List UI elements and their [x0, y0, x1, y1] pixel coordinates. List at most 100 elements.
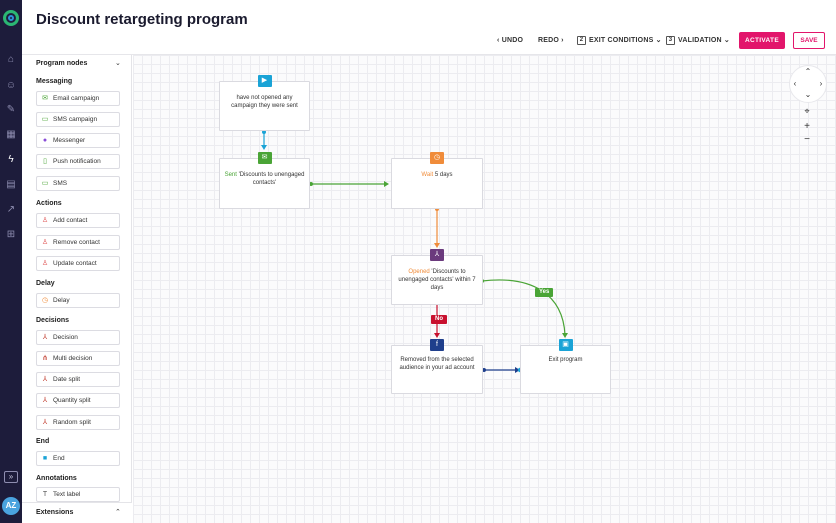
header-divider — [22, 54, 836, 55]
random-split-icon: ⅄ — [42, 419, 48, 426]
pan-left-icon[interactable]: ‹ — [793, 79, 797, 88]
activate-button[interactable]: ACTIVATE — [739, 32, 785, 49]
item-label: Add contact — [53, 217, 88, 224]
chevron-up-icon: ⌃ — [115, 509, 121, 516]
item-label: Email campaign — [53, 95, 100, 102]
chevron-right-icon: › — [559, 37, 564, 44]
split-icon: ⅄ — [430, 249, 444, 261]
item-label: Remove contact — [53, 239, 100, 246]
pan-up-icon[interactable]: ⌃ — [804, 67, 812, 76]
logo-icon[interactable] — [3, 10, 19, 26]
chevron-left-icon: ‹ — [497, 37, 502, 44]
item-label: Multi decision — [53, 355, 93, 362]
contacts-icon[interactable]: ☺ — [5, 80, 17, 91]
item-label: SMS campaign — [53, 116, 98, 123]
undo-button[interactable]: ‹ UNDO — [497, 33, 523, 49]
center-icon[interactable]: ⌖ — [804, 106, 810, 116]
envelope-icon: ✉ — [42, 95, 48, 102]
node-end[interactable]: ■ End — [36, 451, 120, 466]
section-delay: Delay — [36, 280, 55, 287]
sms-icon: ▭ — [41, 180, 49, 187]
node-exit-text: Exit program — [548, 357, 583, 363]
node-wait[interactable]: ◷ Wait 5 days — [391, 152, 483, 209]
item-label: Decision — [53, 334, 78, 341]
node-add-contact[interactable]: ♙Add contact — [36, 213, 120, 228]
facebook-icon: f — [430, 339, 444, 351]
node-delay[interactable]: ◷ Delay — [36, 293, 120, 308]
node-sms[interactable]: ▭ SMS — [36, 176, 120, 191]
extensions-label: Extensions — [36, 509, 74, 516]
reports-icon[interactable]: ↗ — [6, 204, 16, 215]
item-label: SMS — [53, 180, 68, 187]
item-label: Messenger — [53, 137, 86, 144]
node-opened-decision[interactable]: ⅄ Opened 'Discounts to unengaged contact… — [391, 249, 483, 305]
opened-prefix: Opened — [408, 269, 430, 275]
node-decision[interactable]: ⅄ Decision — [36, 330, 120, 345]
split-icon: ⅄ — [42, 334, 48, 341]
item-label: Text label — [53, 491, 81, 498]
extensions-section[interactable]: Extensions ⌃ — [22, 502, 132, 523]
node-push-notification[interactable]: ▯Push notification — [36, 154, 120, 169]
exit-square-icon: ▣ — [558, 339, 573, 351]
node-opened-text: Opened 'Discounts to unengaged contacts'… — [396, 268, 478, 292]
node-remove-contact[interactable]: ♙Remove contact — [36, 235, 120, 250]
node-removed-text: Removed from the selected audience in yo… — [399, 357, 475, 371]
redo-button[interactable]: REDO › — [538, 33, 564, 49]
multi-split-icon: ⋔ — [42, 355, 48, 362]
page-title: Discount retargeting program — [36, 11, 248, 28]
campaigns-icon[interactable]: ✎ — [6, 104, 16, 115]
node-remove-audience[interactable]: f Removed from the selected audience in … — [391, 339, 483, 394]
node-exit-program[interactable]: ▣ Exit program — [520, 339, 611, 394]
forms-icon[interactable]: ▤ — [6, 179, 16, 190]
home-icon[interactable]: ⌂ — [7, 54, 15, 65]
branch-yes-label: Yes — [535, 288, 554, 297]
node-start-text: have not opened any campaign they were s… — [231, 95, 298, 109]
node-start-trigger[interactable]: ▶ have not opened any campaign they were… — [219, 75, 310, 131]
grid-icon[interactable]: ▦ — [6, 129, 16, 140]
apps-icon[interactable]: ⊞ — [6, 229, 16, 240]
collapse-chevron-icon[interactable]: ⌄ — [115, 60, 121, 67]
zoom-in-icon[interactable]: + — [804, 121, 810, 132]
expand-rail-icon[interactable]: » — [4, 471, 18, 483]
end-square-icon: ■ — [42, 455, 48, 462]
node-quantity-split[interactable]: ⅄Quantity split — [36, 393, 120, 408]
item-label: Date split — [53, 376, 81, 383]
zoom-out-icon[interactable]: − — [804, 134, 810, 145]
send-body: 'Discounts to unengaged contacts' — [236, 172, 305, 186]
node-sms-campaign[interactable]: ▭SMS campaign — [36, 112, 120, 127]
automation-icon[interactable]: ϟ — [8, 154, 14, 165]
node-messenger[interactable]: ●Messenger — [36, 133, 120, 148]
item-label: Delay — [53, 297, 70, 304]
avatar[interactable]: AZ — [2, 497, 20, 515]
validation-label: VALIDATION — [678, 37, 722, 44]
opened-body: 'Discounts to unengaged contacts' within… — [398, 269, 476, 291]
node-wait-text: Wait 5 days — [396, 171, 478, 179]
node-send-text: Sent 'Discounts to unengaged contacts' — [224, 171, 305, 187]
validation-count: 3 — [666, 35, 675, 45]
clock-icon: ◷ — [41, 297, 49, 304]
node-multi-decision[interactable]: ⋔ Multi decision — [36, 351, 120, 366]
pan-right-icon[interactable]: › — [819, 79, 823, 88]
pan-down-icon[interactable]: ⌄ — [804, 90, 812, 99]
save-button[interactable]: SAVE — [793, 32, 825, 49]
app-rail: ⌂ ☺ ✎ ▦ ϟ ▤ ↗ ⊞ » AZ — [0, 0, 22, 523]
item-label: End — [53, 455, 65, 462]
panel-title: Program nodes — [36, 60, 88, 67]
section-end: End — [36, 438, 50, 445]
pan-control — [789, 65, 827, 103]
node-send-email[interactable]: ✉ Sent 'Discounts to unengaged contacts' — [219, 152, 310, 209]
wait-prefix: Wait — [421, 172, 434, 178]
date-split-icon: ⅄ — [42, 376, 48, 383]
clock-icon: ◷ — [430, 152, 444, 164]
envelope-icon: ✉ — [257, 152, 272, 164]
node-random-split[interactable]: ⅄Random split — [36, 415, 120, 430]
node-email-campaign[interactable]: ✉ Email campaign — [36, 91, 120, 106]
node-update-contact[interactable]: ♙Update contact — [36, 256, 120, 271]
update-person-icon: ♙ — [41, 260, 49, 267]
chevron-down-icon: ⌄ — [653, 37, 662, 44]
node-date-split[interactable]: ⅄ Date split — [36, 372, 120, 387]
quantity-split-icon: ⅄ — [42, 397, 48, 404]
